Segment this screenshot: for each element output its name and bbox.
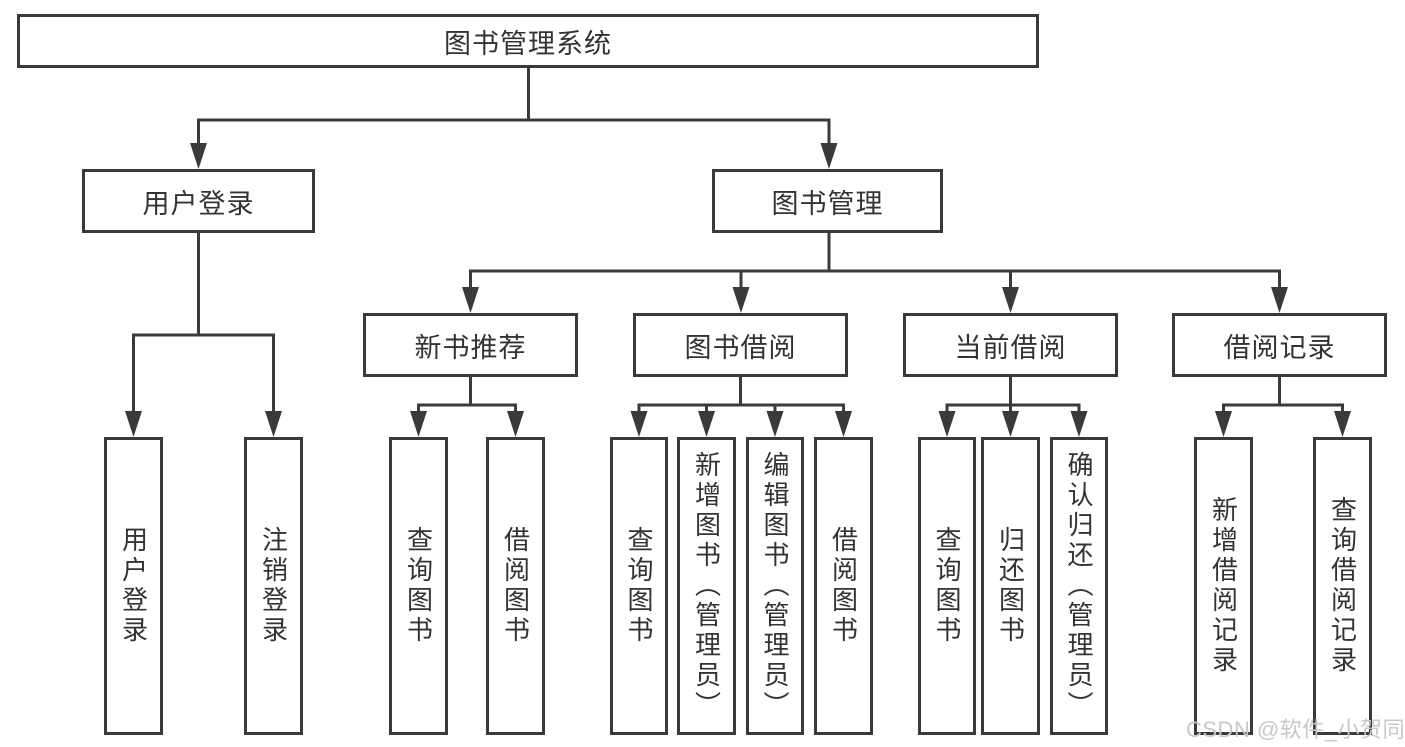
arrowhead-leaf-borrow-books-recommend <box>507 411 524 437</box>
arrowhead-book-borrow <box>732 287 750 313</box>
leaf-add-borrow-record: 新增借阅记录 <box>1194 437 1253 735</box>
arrowhead-leaf-add-books <box>698 411 715 437</box>
node-current-borrow: 当前借阅 <box>903 313 1118 377</box>
arrowhead-new-book-recommend <box>462 287 479 313</box>
leaf-label: 注销登录 <box>258 526 289 646</box>
leaf-label: 新增图书（管理员） <box>691 451 722 721</box>
arrowhead-leaf-return-books <box>1002 411 1019 437</box>
leaf-label: 借阅图书 <box>828 526 859 646</box>
node-borrow-records: 借阅记录 <box>1172 313 1387 377</box>
node-user-login: 用户登录 <box>82 169 315 233</box>
arrowhead-book-management <box>820 143 838 169</box>
node-label: 用户登录 <box>142 188 255 219</box>
node-label: 新书推荐 <box>414 332 527 363</box>
leaf-label: 归还图书 <box>995 526 1026 646</box>
node-new-book-recommend: 新书推荐 <box>363 313 578 377</box>
arrowhead-user-login <box>190 143 207 169</box>
arrowhead-leaf-edit-books <box>766 411 784 437</box>
leaf-label: 查询图书 <box>403 526 434 646</box>
edge-user-login-to-leaves <box>132 233 275 418</box>
leaf-query-books-recommend: 查询图书 <box>389 437 448 735</box>
leaf-query-books-borrow: 查询图书 <box>610 437 668 735</box>
arrowhead-leaf-user-login <box>125 411 142 437</box>
leaf-return-books: 归还图书 <box>981 437 1040 735</box>
leaf-label: 用户登录 <box>118 526 149 646</box>
leaf-borrow-books-recommend: 借阅图书 <box>486 437 545 735</box>
arrowhead-borrow-records <box>1271 287 1288 313</box>
edge-borrow-records-to-leaves <box>1222 377 1344 418</box>
arrowhead-leaf-query-borrow-record <box>1334 411 1351 437</box>
node-library-management-system: 图书管理系统 <box>17 14 1039 68</box>
node-label: 图书借阅 <box>684 332 797 363</box>
arrowhead-leaf-borrow-books <box>835 411 852 437</box>
leaf-query-books-current: 查询图书 <box>918 437 976 735</box>
leaf-logout-login: 注销登录 <box>244 437 303 735</box>
node-label: 当前借阅 <box>954 332 1067 363</box>
arrowhead-leaf-logout <box>265 411 282 437</box>
leaf-user-login: 用户登录 <box>104 437 163 735</box>
node-book-management: 图书管理 <box>712 169 943 233</box>
csdn-watermark: CSDN @软件_小贺同学 <box>1186 717 1405 742</box>
leaf-query-borrow-record: 查询借阅记录 <box>1313 437 1372 735</box>
leaf-confirm-return-admin: 确认归还（管理员） <box>1050 437 1108 735</box>
node-label: 图书管理 <box>771 188 884 219</box>
leaf-borrow-books: 借阅图书 <box>814 437 873 735</box>
arrowhead-leaf-confirm-return <box>1070 411 1088 437</box>
node-label: 图书管理系统 <box>444 28 612 59</box>
node-label: 借阅记录 <box>1223 332 1336 363</box>
leaf-label: 借阅图书 <box>500 526 531 646</box>
edge-book-borrow-to-leaves <box>637 377 845 418</box>
leaf-label: 新增借阅记录 <box>1208 496 1239 676</box>
edge-root-to-level2 <box>197 68 831 152</box>
arrowhead-leaf-query-books-current <box>938 411 956 437</box>
leaf-add-books-admin: 新增图书（管理员） <box>677 437 736 735</box>
arrowhead-leaf-query-books-borrow <box>630 411 648 437</box>
edge-book-management-to-level3 <box>469 233 1281 295</box>
leaf-edit-books-admin: 编辑图书（管理员） <box>746 437 804 735</box>
leaf-label: 查询图书 <box>932 526 962 646</box>
edge-new-book-recommend-to-leaves <box>417 377 517 418</box>
leaf-label: 查询借阅记录 <box>1327 496 1358 676</box>
arrowhead-current-borrow <box>1002 287 1019 313</box>
arrowhead-leaf-add-borrow-record <box>1215 411 1232 437</box>
leaf-label: 查询图书 <box>624 526 654 646</box>
leaf-label: 编辑图书（管理员） <box>760 451 790 721</box>
arrowhead-leaf-query-books-recommend <box>410 411 427 437</box>
leaf-label: 确认归还（管理员） <box>1064 451 1094 721</box>
node-book-borrow: 图书借阅 <box>633 313 848 377</box>
